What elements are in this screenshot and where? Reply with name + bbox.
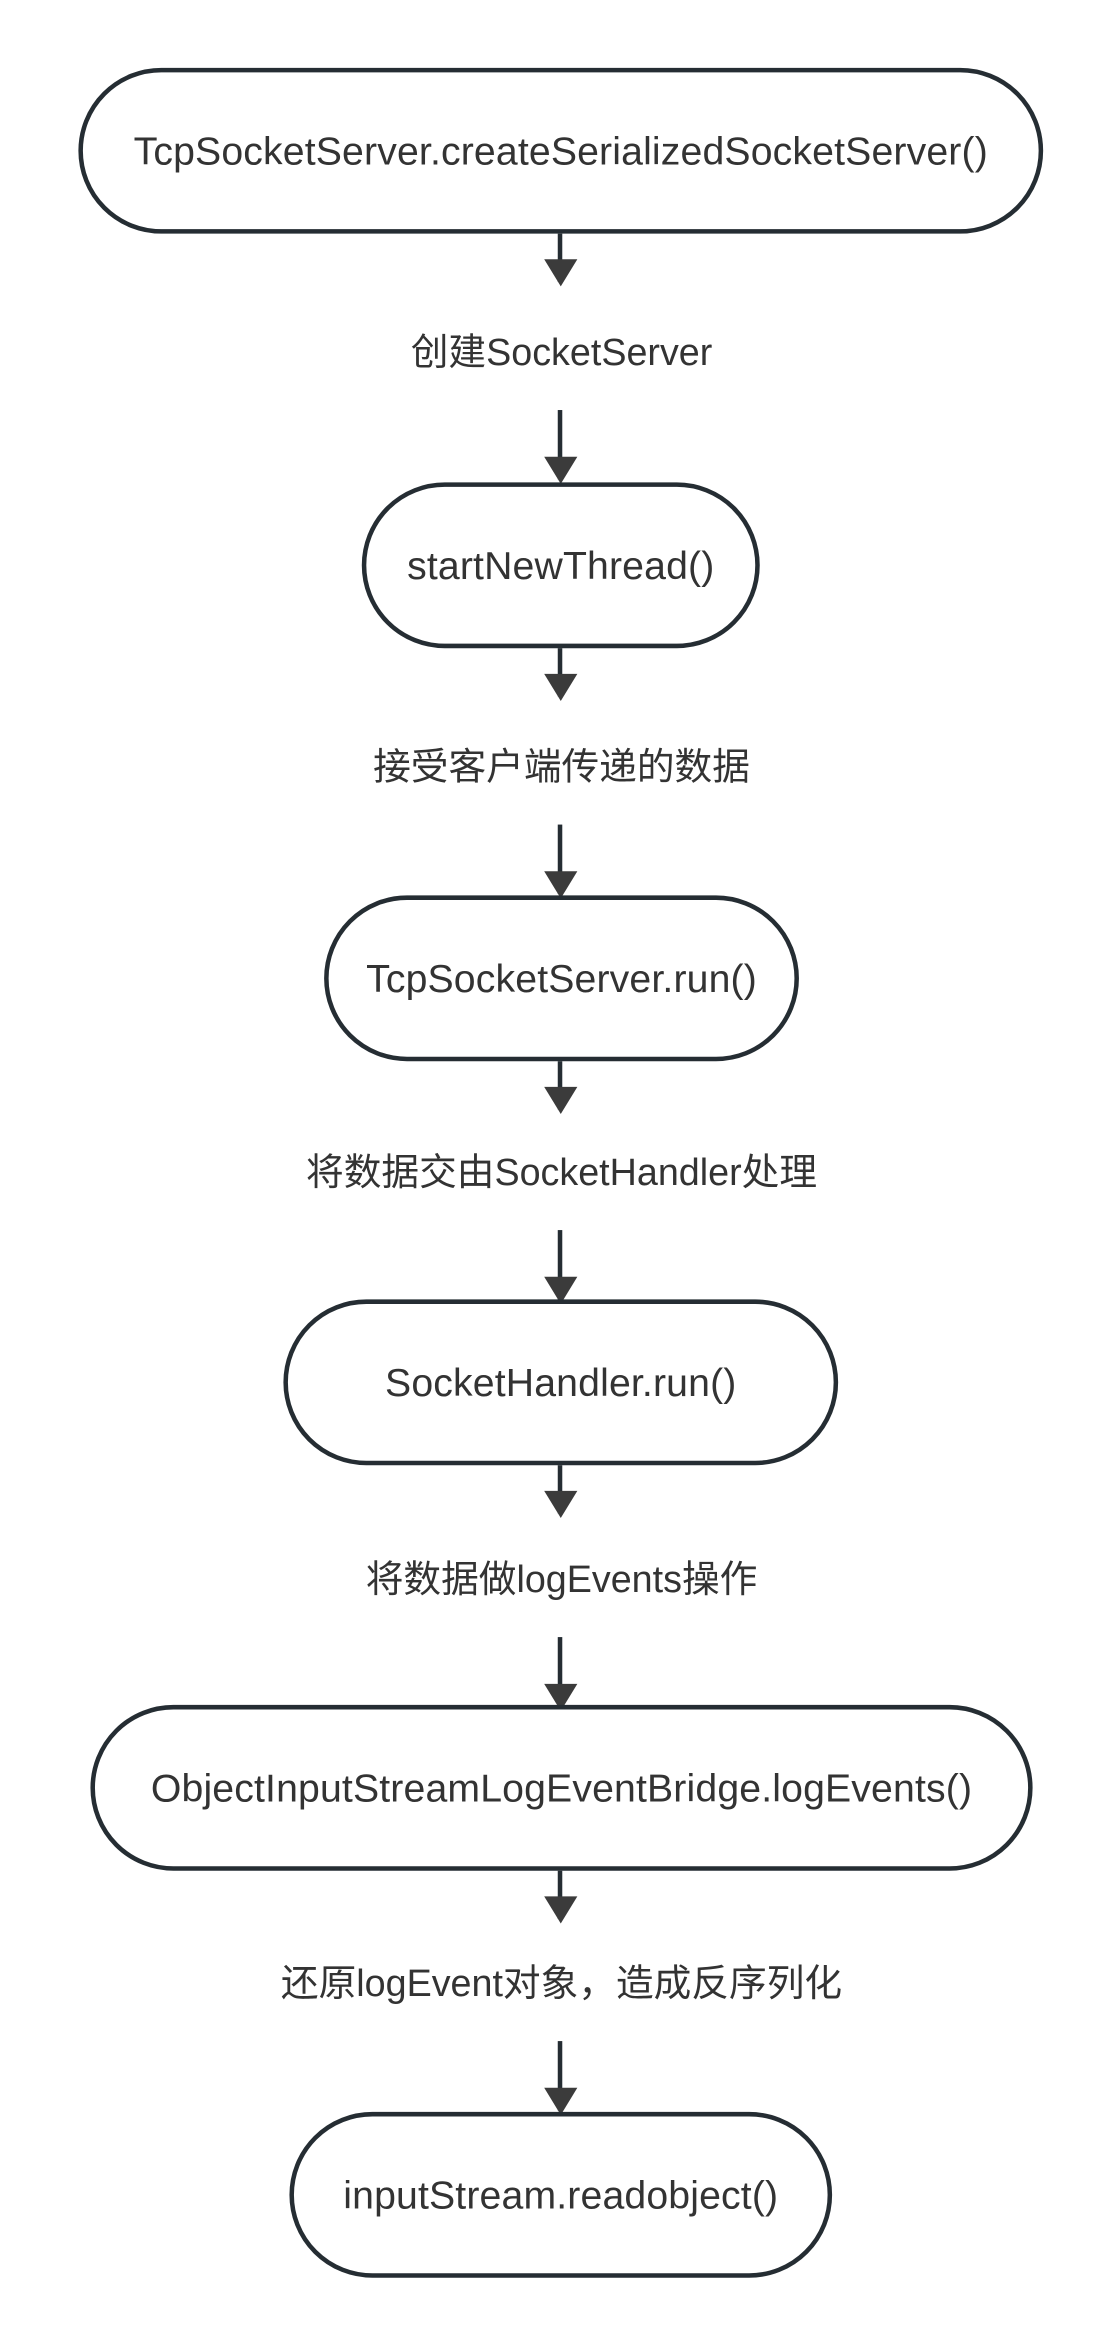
edge-arrow-3a: [544, 1086, 578, 1115]
edge-arrow-1a: [544, 259, 578, 287]
flow-node-inputstream-readobject[interactable]: inputStream.readobject(): [289, 2111, 833, 2278]
flow-node-objectinputstreamlogeventbridge-logevents[interactable]: ObjectInputStreamLogEventBridge.logEvent…: [90, 1704, 1033, 1871]
edge-line-3b: [557, 1230, 563, 1300]
edge-arrow-4a: [544, 1490, 578, 1518]
flow-node-start-new-thread[interactable]: startNewThread(): [361, 482, 760, 649]
edge-arrow-1b: [544, 456, 578, 484]
edge-line-3a: [557, 1061, 563, 1110]
edge-line-2b: [557, 824, 563, 894]
edge-line-4a: [557, 1465, 563, 1514]
edge-label-do-logevents: 将数据做logEvents操作: [365, 1558, 758, 1601]
flow-node-label: ObjectInputStreamLogEventBridge.logEvent…: [150, 1765, 973, 1811]
flow-node-create-serialized-socket-server[interactable]: TcpSocketServer.createSerializedSocketSe…: [78, 67, 1044, 234]
edge-arrow-2a: [544, 673, 578, 701]
edge-arrow-2b: [544, 871, 578, 899]
edge-arrow-5a: [544, 1896, 578, 1924]
flow-node-label: startNewThread(): [407, 542, 715, 588]
edge-arrow-5b: [544, 2087, 578, 2115]
edge-line-1b: [557, 410, 563, 480]
edge-label-restore-logevent: 还原logEvent对象，造成反序列化: [280, 1962, 843, 2005]
edge-line-4b: [557, 1637, 563, 1707]
edge-label-receive-client-data: 接受客户端传递的数据: [373, 746, 750, 789]
edge-label-create-socketserver: 创建SocketServer: [410, 331, 713, 374]
edge-line-1a: [557, 233, 563, 282]
flow-node-label: TcpSocketServer.createSerializedSocketSe…: [133, 128, 988, 174]
edge-line-2a: [557, 648, 563, 697]
flow-node-label: SocketHandler.run(): [385, 1359, 737, 1405]
flow-node-tcpsocketserver-run[interactable]: TcpSocketServer.run(): [324, 895, 799, 1062]
edge-line-5a: [557, 1870, 563, 1919]
edge-line-5b: [557, 2041, 563, 2111]
flow-node-label: inputStream.readobject(): [343, 2172, 779, 2218]
flow-node-sockethandler-run[interactable]: SocketHandler.run(): [283, 1299, 839, 1466]
flow-node-label: TcpSocketServer.run(): [366, 955, 757, 1001]
edge-label-pass-to-sockethandler: 将数据交由SocketHandler处理: [306, 1151, 818, 1194]
